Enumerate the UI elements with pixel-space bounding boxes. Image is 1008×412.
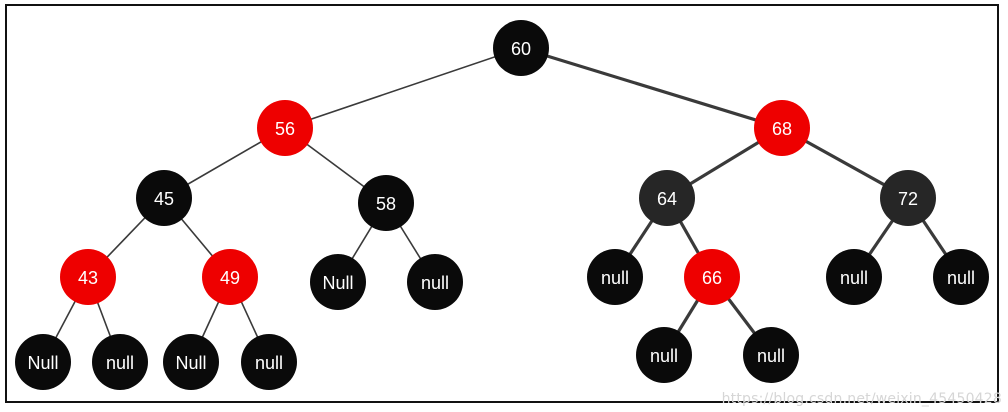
node-circle-black — [933, 249, 989, 305]
node-label: null — [601, 268, 629, 288]
tree-node-n58R: null — [407, 254, 463, 310]
node-label: null — [255, 353, 283, 373]
node-circle-red — [60, 249, 116, 305]
watermark: https://blog.csdn.net/weixin_45450428 — [721, 391, 1002, 407]
tree-node-n72R: null — [933, 249, 989, 305]
tree-node-n60: 60 — [493, 20, 549, 76]
node-label: null — [757, 346, 785, 366]
node-circle-red — [684, 249, 740, 305]
node-circle-black — [163, 334, 219, 390]
edge-n60-n68 — [520, 46, 783, 130]
node-label: 60 — [511, 39, 531, 59]
tree-node-n58: 58 — [358, 175, 414, 231]
tree-node-n43L: Null — [15, 334, 71, 390]
node-label: null — [421, 273, 449, 293]
node-circle-red — [257, 100, 313, 156]
node-circle-black — [743, 327, 799, 383]
node-circle-black — [493, 20, 549, 76]
node-label: 72 — [898, 189, 918, 209]
node-label: null — [840, 268, 868, 288]
node-label: null — [650, 346, 678, 366]
node-circle-black — [407, 254, 463, 310]
tree-node-n49L: Null — [163, 334, 219, 390]
node-circle-red — [754, 100, 810, 156]
node-label: 58 — [376, 194, 396, 214]
node-label: null — [106, 353, 134, 373]
node-label: Null — [322, 273, 353, 293]
node-circle-black — [92, 334, 148, 390]
tree-node-n45: 45 — [136, 170, 192, 226]
node-circle-red — [202, 249, 258, 305]
node-label: null — [947, 268, 975, 288]
tree-node-n64L: null — [587, 249, 643, 305]
edge-n60-n56 — [284, 47, 522, 129]
tree-node-n58L: Null — [310, 254, 366, 310]
tree-node-n68: 68 — [754, 100, 810, 156]
node-label: Null — [27, 353, 58, 373]
tree-node-n66L: null — [636, 327, 692, 383]
tree-node-n72L: null — [826, 249, 882, 305]
tree-node-n56: 56 — [257, 100, 313, 156]
node-circle-black — [136, 170, 192, 226]
node-circle-black — [587, 249, 643, 305]
tree-node-n66: 66 — [684, 249, 740, 305]
tree-node-n66R: null — [743, 327, 799, 383]
node-label: 68 — [772, 119, 792, 139]
node-circle-black — [358, 175, 414, 231]
node-label: 43 — [78, 268, 98, 288]
node-circle-black — [310, 254, 366, 310]
node-circle-black — [636, 327, 692, 383]
node-label: 49 — [220, 268, 240, 288]
node-circle-dark — [880, 170, 936, 226]
node-label: 64 — [657, 189, 677, 209]
node-label: 66 — [702, 268, 722, 288]
node-label: 45 — [154, 189, 174, 209]
node-label: 56 — [275, 119, 295, 139]
node-circle-black — [15, 334, 71, 390]
node-circle-black — [826, 249, 882, 305]
node-label: Null — [175, 353, 206, 373]
tree-node-n43: 43 — [60, 249, 116, 305]
node-circle-black — [241, 334, 297, 390]
tree-node-n49R: null — [241, 334, 297, 390]
tree-node-n64: 64 — [639, 170, 695, 226]
tree-node-n49: 49 — [202, 249, 258, 305]
node-circle-dark — [639, 170, 695, 226]
tree-node-n43R: null — [92, 334, 148, 390]
tree-node-n72: 72 — [880, 170, 936, 226]
